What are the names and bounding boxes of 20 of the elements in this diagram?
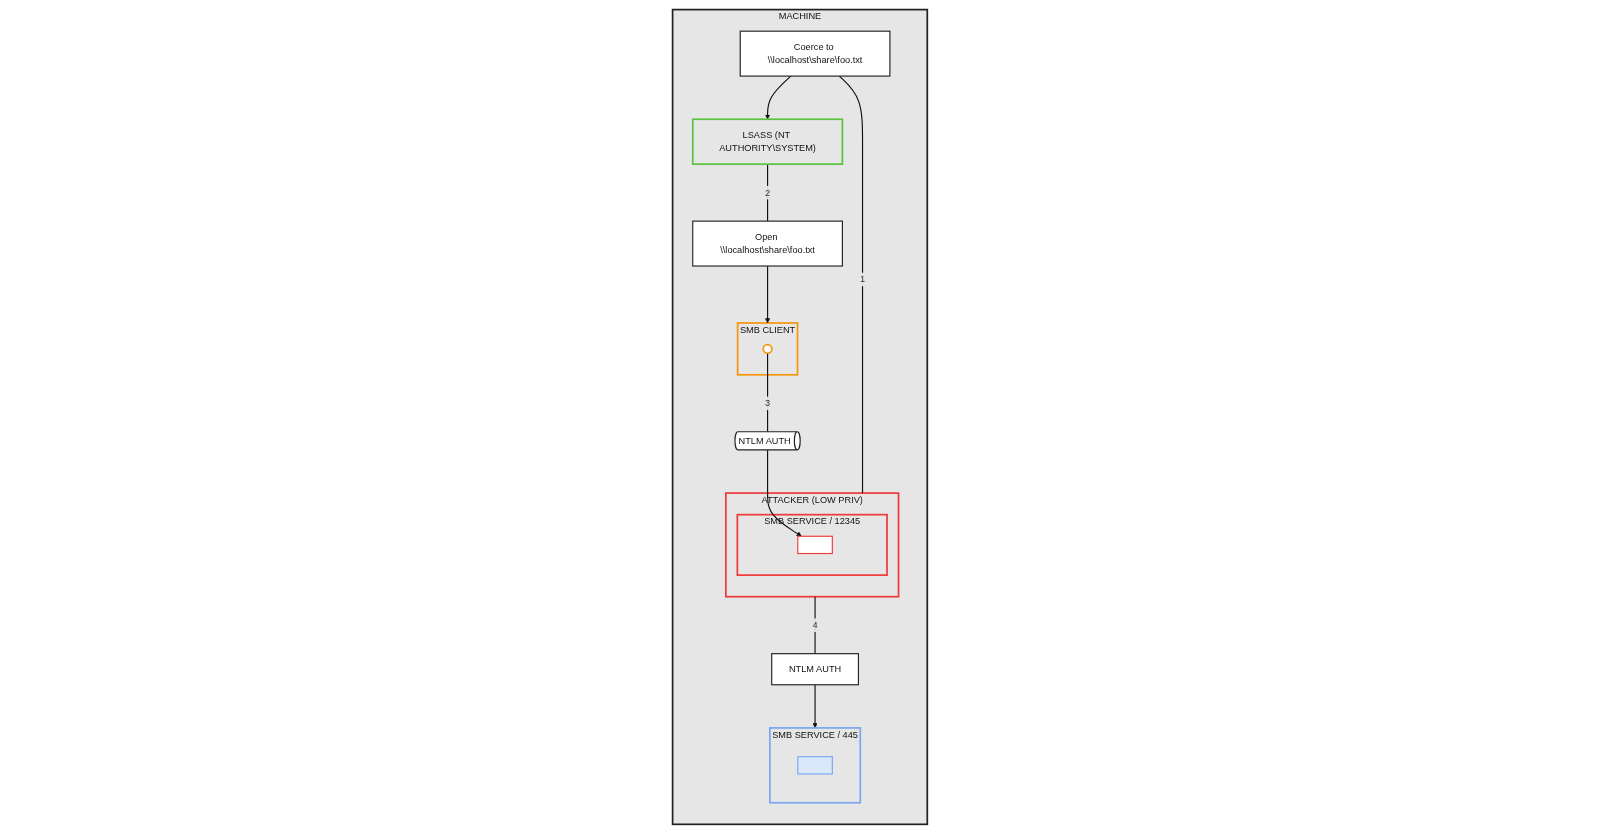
connector (814, 596, 816, 655)
node-person (762, 343, 773, 355)
edge-label: 1 (860, 274, 866, 285)
edge-label: 4 (812, 620, 818, 630)
node-box (797, 535, 833, 555)
arrow (812, 684, 818, 729)
arrow (765, 265, 771, 324)
connector (767, 352, 769, 433)
connector (767, 163, 769, 222)
arrow (765, 75, 792, 120)
edge-label: 3 (765, 398, 771, 408)
node-box: Open \\localhost\share\foo.txt (692, 220, 844, 267)
node-box: Coerce to \\localhost\share\foo.txt (739, 30, 891, 77)
node-box: LSASS (NT AUTHORITY\SYSTEM) (691, 118, 844, 166)
node-text: NTLM AUTH (738, 435, 791, 446)
node-box: NTLM AUTH (771, 653, 860, 686)
node-box (797, 756, 833, 775)
arrow (767, 449, 802, 537)
edge-label: 2 (765, 187, 771, 198)
connector (838, 75, 864, 494)
